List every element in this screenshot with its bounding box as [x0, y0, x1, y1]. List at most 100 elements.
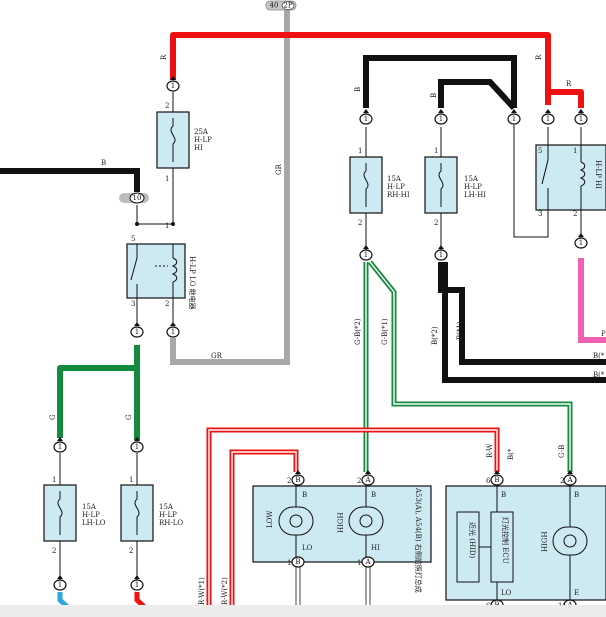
svg-text:B(*1): B(*1): [456, 321, 464, 340]
svg-text:25A: 25A: [194, 128, 209, 136]
svg-text:B: B: [302, 491, 307, 499]
wire-rw-pair: [206, 427, 500, 617]
svg-text:2: 2: [357, 477, 361, 485]
svg-text:灯光控制 ECU: 灯光控制 ECU: [501, 517, 510, 564]
svg-text:B(*: B(*: [593, 371, 605, 379]
svg-text:1: 1: [135, 443, 139, 451]
svg-text:15A: 15A: [464, 175, 479, 183]
svg-text:1: 1: [135, 581, 139, 589]
wire-gb-pair: [363, 260, 573, 472]
svg-text:H-LP: H-LP: [159, 511, 177, 519]
fuse-hlp-rh-hi: [349, 156, 383, 214]
svg-text:15A: 15A: [159, 503, 174, 511]
wire-r-top: [170, 32, 584, 108]
svg-text:G-B: G-B: [558, 445, 566, 458]
wire-b1: [442, 262, 606, 383]
svg-text:R-W(*2): R-W(*2): [221, 577, 229, 605]
svg-text:2: 2: [52, 547, 56, 555]
wire-pink: [578, 258, 606, 343]
svg-text:1: 1: [135, 328, 139, 336]
connector-top-2p: 40 2P: [265, 0, 297, 11]
svg-text:5: 5: [131, 235, 135, 243]
svg-text:1: 1: [573, 147, 577, 155]
svg-text:10: 10: [133, 194, 142, 202]
bottom-band: [0, 605, 606, 617]
svg-text:1: 1: [439, 251, 443, 259]
svg-text:HI: HI: [371, 544, 380, 552]
svg-text:5: 5: [538, 147, 542, 155]
svg-text:LH-LO: LH-LO: [82, 519, 106, 527]
svg-text:1: 1: [358, 147, 362, 155]
svg-text:1: 1: [129, 476, 133, 484]
wire-labels: R B GR GR B B R R G G G-B(*2) G-B(*1) B(…: [49, 54, 606, 605]
svg-text:2: 2: [358, 219, 362, 227]
svg-text:3: 3: [538, 210, 542, 218]
svg-text:1: 1: [58, 581, 62, 589]
svg-text:A: A: [364, 558, 371, 566]
svg-text:2: 2: [165, 102, 169, 110]
svg-text:2: 2: [165, 300, 169, 308]
svg-text:R-W: R-W: [486, 443, 494, 458]
svg-text:B: B: [354, 87, 362, 92]
svg-text:1: 1: [58, 443, 62, 451]
svg-text:2: 2: [287, 477, 291, 485]
svg-text:B: B: [430, 93, 438, 98]
svg-text:1: 1: [579, 115, 583, 123]
svg-text:近光 (HID): 近光 (HID): [468, 522, 477, 558]
svg-text:GR: GR: [275, 163, 283, 175]
connector-10: 10: [119, 192, 149, 204]
svg-text:1: 1: [439, 115, 443, 123]
svg-text:B(*2): B(*2): [431, 326, 439, 345]
svg-text:B: B: [371, 491, 376, 499]
svg-text:1: 1: [364, 115, 368, 123]
svg-text:B(*: B(*: [507, 448, 515, 460]
fuse-hlp-lh-hi: [424, 156, 458, 214]
svg-text:LO: LO: [302, 544, 313, 552]
svg-text:2: 2: [129, 547, 133, 555]
svg-text:1: 1: [52, 476, 56, 484]
fuse-hlp-rh-lo: [120, 484, 154, 542]
svg-text:2P: 2P: [283, 2, 292, 10]
lamp-assembly-ecu: [445, 485, 606, 601]
svg-text:H-LP: H-LP: [82, 511, 100, 519]
relay-hlp-hi: [535, 144, 606, 211]
svg-text:1: 1: [165, 222, 169, 230]
svg-text:RH-HI: RH-HI: [387, 191, 410, 199]
svg-text:6: 6: [486, 477, 491, 485]
svg-text:R-W(*1): R-W(*1): [198, 577, 206, 605]
svg-text:1: 1: [512, 115, 516, 123]
svg-text:HIGH: HIGH: [541, 531, 549, 552]
arrow-markers: [57, 76, 584, 579]
svg-text:A: A: [566, 476, 573, 484]
connectors-1: 1 1 1 1 1 1 1 1 1 1 1 1 1 1 1: [53, 80, 588, 591]
svg-text:H-LP: H-LP: [464, 183, 482, 191]
svg-text:1: 1: [364, 251, 368, 259]
svg-text:HI: HI: [194, 144, 203, 152]
fuse-labels: 25A H-LP HI 15A H-LP RH-HI 15A H-LP LH-H…: [82, 128, 486, 527]
lamp-labels: B B LO HI LOW HIGH A53(A), A54(B) 右侧前照灯总…: [266, 487, 579, 597]
wire-b2: [438, 262, 606, 365]
svg-text:B: B: [501, 491, 506, 499]
fuse-hlp-hi: [156, 111, 190, 169]
fuse-hlp-lh-lo: [43, 484, 77, 542]
svg-text:2: 2: [573, 210, 577, 218]
svg-text:RH-LO: RH-LO: [159, 519, 183, 527]
svg-text:G: G: [125, 414, 133, 420]
svg-text:E: E: [574, 589, 579, 597]
svg-text:1: 1: [165, 175, 169, 183]
wire-thin: [513, 125, 549, 238]
svg-text:1: 1: [434, 147, 438, 155]
svg-text:2: 2: [434, 219, 438, 227]
relay-hlp-lo: [126, 243, 186, 299]
svg-text:G: G: [49, 414, 57, 420]
svg-text:3: 3: [131, 300, 135, 308]
svg-text:40: 40: [270, 2, 279, 10]
svg-text:G-B(*2): G-B(*2): [354, 318, 362, 345]
svg-text:A53(A), A54(B) 右侧前照灯总成: A53(A), A54(B) 右侧前照灯总成: [414, 487, 423, 593]
lamp-assembly-right: [252, 485, 432, 563]
wire-g: [57, 345, 140, 440]
svg-text:1: 1: [579, 239, 583, 247]
svg-text:LO: LO: [501, 589, 512, 597]
svg-text:LOW: LOW: [266, 510, 274, 528]
junction-dots: [135, 222, 175, 226]
